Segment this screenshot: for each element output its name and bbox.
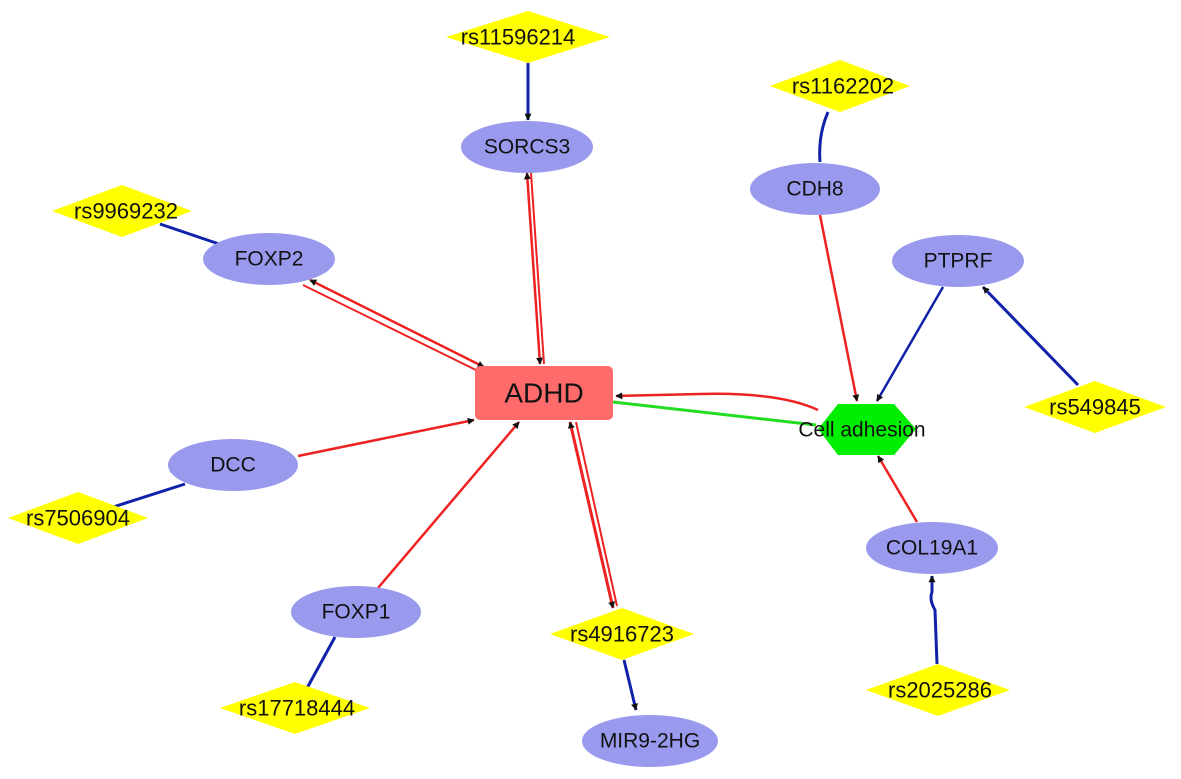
edge-adhd-rs4916723-b: [575, 421, 618, 607]
edge-col19a1-cell-adhesion: [876, 455, 919, 523]
node-foxp1[interactable]: FOXP1: [291, 586, 421, 638]
node-rs549845-label: rs549845: [1049, 395, 1141, 420]
node-mir9-2hg-label: MIR9-2HG: [600, 730, 700, 753]
node-ptprf[interactable]: PTPRF: [892, 235, 1024, 287]
edge-adhd-sorcs3-a: [523, 172, 544, 365]
node-adhd[interactable]: ADHD: [475, 366, 613, 420]
node-foxp2-label: FOXP2: [235, 248, 304, 271]
node-dcc-label: DCC: [210, 454, 256, 477]
node-rs17718444-label: rs17718444: [239, 696, 355, 721]
edge-adhd-sorcs3-b: [530, 172, 545, 365]
node-rs7506904[interactable]: rs7506904: [8, 492, 148, 544]
nodes: ADHD Cell adhesion SORCS3 FOXP2 CDH8 PTP…: [8, 11, 1166, 767]
edge-rs7506904-dcc: [109, 482, 186, 510]
edge-cdh8-cell-adhesion: [818, 214, 860, 402]
node-mir9-2hg[interactable]: MIR9-2HG: [582, 715, 718, 767]
edge-rs549845-ptprf: [981, 285, 1080, 387]
node-rs4916723-label: rs4916723: [570, 622, 674, 647]
edge-ptprf-cell-adhesion: [875, 286, 945, 402]
edge-adhd-cell-adhesion-green: [612, 400, 817, 427]
node-dcc[interactable]: DCC: [168, 439, 298, 491]
node-cell-adhesion[interactable]: Cell adhesion: [798, 404, 926, 455]
edge-cell-adhesion-adhd-red: [615, 392, 819, 412]
edge-dcc-adhd: [297, 417, 475, 458]
edge-rs17718444-foxp1: [304, 636, 337, 691]
node-rs11596214-label: rs11596214: [461, 25, 576, 50]
edge-rs4916723-mir9-2hg: [622, 659, 638, 711]
edge-rs2025286-col19a1: [928, 575, 939, 665]
node-rs1162202-label: rs1162202: [792, 74, 894, 99]
edge-adhd-rs4916723-a: [568, 421, 615, 609]
node-cdh8[interactable]: CDH8: [750, 163, 880, 215]
node-rs11596214[interactable]: rs11596214: [446, 11, 610, 63]
node-sorcs3[interactable]: SORCS3: [461, 121, 593, 173]
node-col19a1-label: COL19A1: [886, 537, 978, 560]
node-cell-adhesion-label: Cell adhesion: [798, 419, 925, 442]
node-foxp1-label: FOXP1: [322, 601, 391, 624]
node-rs2025286[interactable]: rs2025286: [866, 664, 1010, 716]
node-rs2025286-label: rs2025286: [888, 678, 992, 703]
node-cdh8-label: CDH8: [786, 178, 843, 201]
node-sorcs3-label: SORCS3: [484, 136, 570, 159]
node-rs1162202[interactable]: rs1162202: [770, 60, 910, 112]
edge-foxp2-adhd-b: [302, 284, 479, 372]
edge-rs9969232-foxp2: [159, 222, 223, 247]
node-col19a1[interactable]: COL19A1: [866, 522, 998, 574]
node-rs4916723[interactable]: rs4916723: [550, 608, 694, 660]
node-ptprf-label: PTPRF: [924, 250, 993, 273]
edge-rs1162202-cdh8: [818, 111, 830, 163]
node-rs9969232[interactable]: rs9969232: [52, 185, 192, 237]
node-rs17718444[interactable]: rs17718444: [220, 682, 370, 734]
node-adhd-label: ADHD: [504, 378, 583, 409]
edge-foxp2-adhd-a: [309, 278, 485, 369]
edge-foxp1-adhd: [377, 421, 520, 589]
node-rs549845[interactable]: rs549845: [1024, 381, 1166, 433]
node-foxp2[interactable]: FOXP2: [203, 233, 335, 285]
node-rs7506904-label: rs7506904: [26, 506, 130, 531]
node-rs9969232-label: rs9969232: [74, 199, 178, 224]
edges: [109, 63, 1080, 711]
